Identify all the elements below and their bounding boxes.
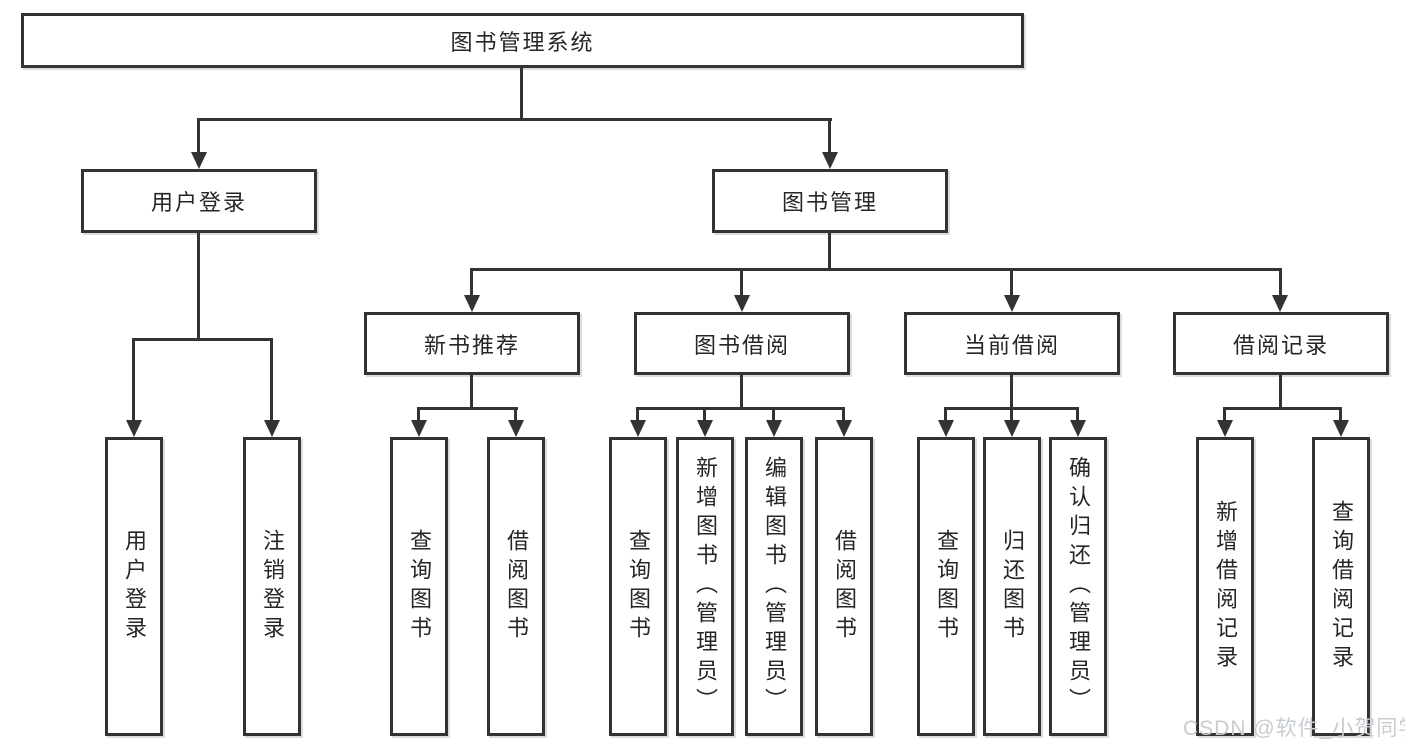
leaf-label: 查询图书 <box>407 528 432 645</box>
connector-vline <box>1339 407 1342 425</box>
arrowhead-down-icon <box>1217 420 1233 437</box>
node-root: 图书管理系统 <box>21 13 1024 68</box>
connector-hline <box>470 268 1282 271</box>
node-leaf-add-book-admin: 新增图书（管理员） <box>676 437 734 736</box>
connector-vline <box>740 375 743 410</box>
arrowhead-down-icon <box>630 420 646 437</box>
arrowhead-down-icon <box>126 420 142 437</box>
connector-vline <box>514 407 517 425</box>
connector-vline <box>470 268 473 298</box>
node-book-borrowing: 图书借阅 <box>634 312 850 375</box>
leaf-label: 新增图书（管理员） <box>693 456 718 717</box>
node-leaf-user-login: 用户登录 <box>105 437 163 736</box>
node-leaf-logout: 注销登录 <box>243 437 301 736</box>
connector-vline <box>1279 375 1282 410</box>
connector-vline <box>1010 268 1013 298</box>
arrowhead-down-icon <box>697 420 713 437</box>
node-current-borrowing: 当前借阅 <box>904 312 1120 375</box>
connector-vline <box>1010 375 1013 410</box>
node-book-management: 图书管理 <box>712 169 948 233</box>
connector-vline <box>740 268 743 298</box>
connector-vline <box>197 118 200 154</box>
node-leaf-borrow-books-2: 借阅图书 <box>815 437 873 736</box>
connector-vline <box>1223 407 1226 425</box>
arrowhead-down-icon <box>1333 420 1349 437</box>
arrowhead-down-icon <box>464 295 480 312</box>
node-leaf-query-books-1: 查询图书 <box>390 437 448 736</box>
leaf-label: 编辑图书（管理员） <box>762 456 787 717</box>
node-leaf-borrow-books-1: 借阅图书 <box>487 437 545 736</box>
connector-vline <box>520 68 523 120</box>
connector-vline <box>1076 407 1079 425</box>
leaf-label: 新增借阅记录 <box>1213 499 1238 674</box>
arrowhead-down-icon <box>836 420 852 437</box>
arrowhead-down-icon <box>822 152 838 169</box>
connector-vline <box>828 118 831 154</box>
leaf-label: 归还图书 <box>1000 528 1025 645</box>
arrowhead-down-icon <box>1004 295 1020 312</box>
node-leaf-query-books-3: 查询图书 <box>917 437 975 736</box>
connector-vline <box>636 407 639 425</box>
connector-hline <box>197 118 832 121</box>
node-leaf-query-borrow-record: 查询借阅记录 <box>1312 437 1370 736</box>
watermark: CSDN @软件_小贺同学 <box>1183 717 1405 740</box>
node-leaf-add-borrow-record: 新增借阅记录 <box>1196 437 1254 736</box>
connector-vline <box>703 407 706 425</box>
connector-vline <box>1279 268 1282 298</box>
connector-hline <box>636 407 845 410</box>
connector-vline <box>944 407 947 425</box>
connector-vline <box>197 233 200 341</box>
arrowhead-down-icon <box>1004 420 1020 437</box>
node-leaf-edit-book-admin: 编辑图书（管理员） <box>745 437 803 736</box>
arrowhead-down-icon <box>734 295 750 312</box>
connector-vline <box>417 407 420 425</box>
arrowhead-down-icon <box>191 152 207 169</box>
arrowhead-down-icon <box>264 420 280 437</box>
connector-vline <box>772 407 775 425</box>
node-leaf-query-books-2: 查询图书 <box>609 437 667 736</box>
arrowhead-down-icon <box>1070 420 1086 437</box>
arrowhead-down-icon <box>1272 295 1288 312</box>
leaf-label: 查询借阅记录 <box>1329 499 1354 674</box>
arrowhead-down-icon <box>508 420 524 437</box>
connector-hline <box>417 407 518 410</box>
leaf-label: 借阅图书 <box>504 528 529 645</box>
connector-vline <box>270 338 273 424</box>
leaf-label: 借阅图书 <box>832 528 857 645</box>
arrowhead-down-icon <box>411 420 427 437</box>
connector-vline <box>132 338 135 424</box>
node-borrowing-records: 借阅记录 <box>1173 312 1389 375</box>
connector-vline <box>842 407 845 425</box>
leaf-label: 查询图书 <box>626 528 651 645</box>
leaf-label: 注销登录 <box>260 528 285 645</box>
connector-vline <box>828 233 831 271</box>
connector-hline <box>1223 407 1342 410</box>
node-leaf-return-book: 归还图书 <box>983 437 1041 736</box>
leaf-label: 查询图书 <box>934 528 959 645</box>
node-leaf-confirm-return-admin: 确认归还（管理员） <box>1049 437 1107 736</box>
arrowhead-down-icon <box>938 420 954 437</box>
leaf-label: 用户登录 <box>122 528 147 645</box>
node-user-login: 用户登录 <box>81 169 317 233</box>
connector-vline <box>1010 407 1013 425</box>
arrowhead-down-icon <box>766 420 782 437</box>
leaf-label: 确认归还（管理员） <box>1066 456 1091 717</box>
connector-hline <box>132 338 273 341</box>
node-new-book-recommend: 新书推荐 <box>364 312 580 375</box>
connector-vline <box>470 375 473 410</box>
